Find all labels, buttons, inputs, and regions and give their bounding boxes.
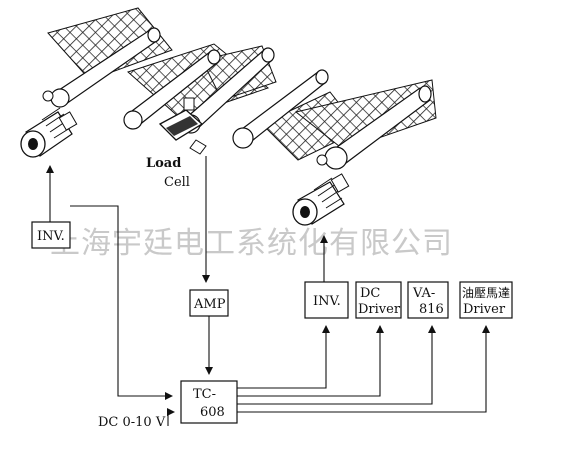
web-strip-top (47, 7, 173, 81)
web-strip-right (261, 79, 437, 161)
load-cell-bracket (158, 97, 207, 155)
wire-tc608-to-inv-right (237, 325, 330, 389)
amp-box: AMP (189, 289, 229, 317)
hydraulic-driver-label-line2: Driver (463, 302, 506, 317)
tc608-label-line1: TC- (193, 387, 216, 402)
roller-5 (316, 85, 432, 170)
tc608-box: TC- 608 (180, 380, 238, 424)
roller-4 (232, 69, 329, 149)
dc-driver-label-line2: Driver (358, 302, 401, 317)
load-cell-label-line2: Cell (164, 175, 190, 190)
wire-tc608-to-dc-driver (237, 325, 384, 397)
inv-left-box: INV. (31, 221, 71, 249)
hydraulic-driver-box: 油壓馬達 Driver (459, 281, 513, 319)
dc-signal-label: DC 0-10 V (98, 415, 166, 430)
va816-box: VA- 816 (407, 281, 449, 319)
amp-label: AMP (193, 297, 226, 312)
hydraulic-driver-label-line1: 油壓馬達 (462, 286, 510, 300)
wire-tc608-to-hydraulic (237, 325, 490, 413)
roller-1 (42, 27, 161, 108)
wire-dc-signal (167, 408, 175, 426)
dc-driver-box: DC Driver (355, 281, 402, 319)
va816-label-line2: 816 (419, 302, 444, 317)
va816-label-line1: VA- (412, 286, 435, 301)
watermark-text: 上海宇廷电工系统化有限公司 (50, 226, 453, 261)
wire-tc608-to-inv-left (70, 205, 173, 400)
dc-driver-label-line1: DC (360, 286, 380, 301)
roller-2 (123, 49, 221, 130)
wire-tc608-to-va816 (237, 325, 436, 405)
motor-right (292, 173, 350, 226)
motor-left (20, 107, 78, 158)
inv-right-label: INV. (313, 294, 341, 309)
tc608-label-line2: 608 (200, 405, 225, 420)
inv-left-label: INV. (37, 229, 65, 244)
load-cell-label-line1: Load (146, 156, 181, 171)
inv-right-box: INV. (304, 281, 349, 319)
